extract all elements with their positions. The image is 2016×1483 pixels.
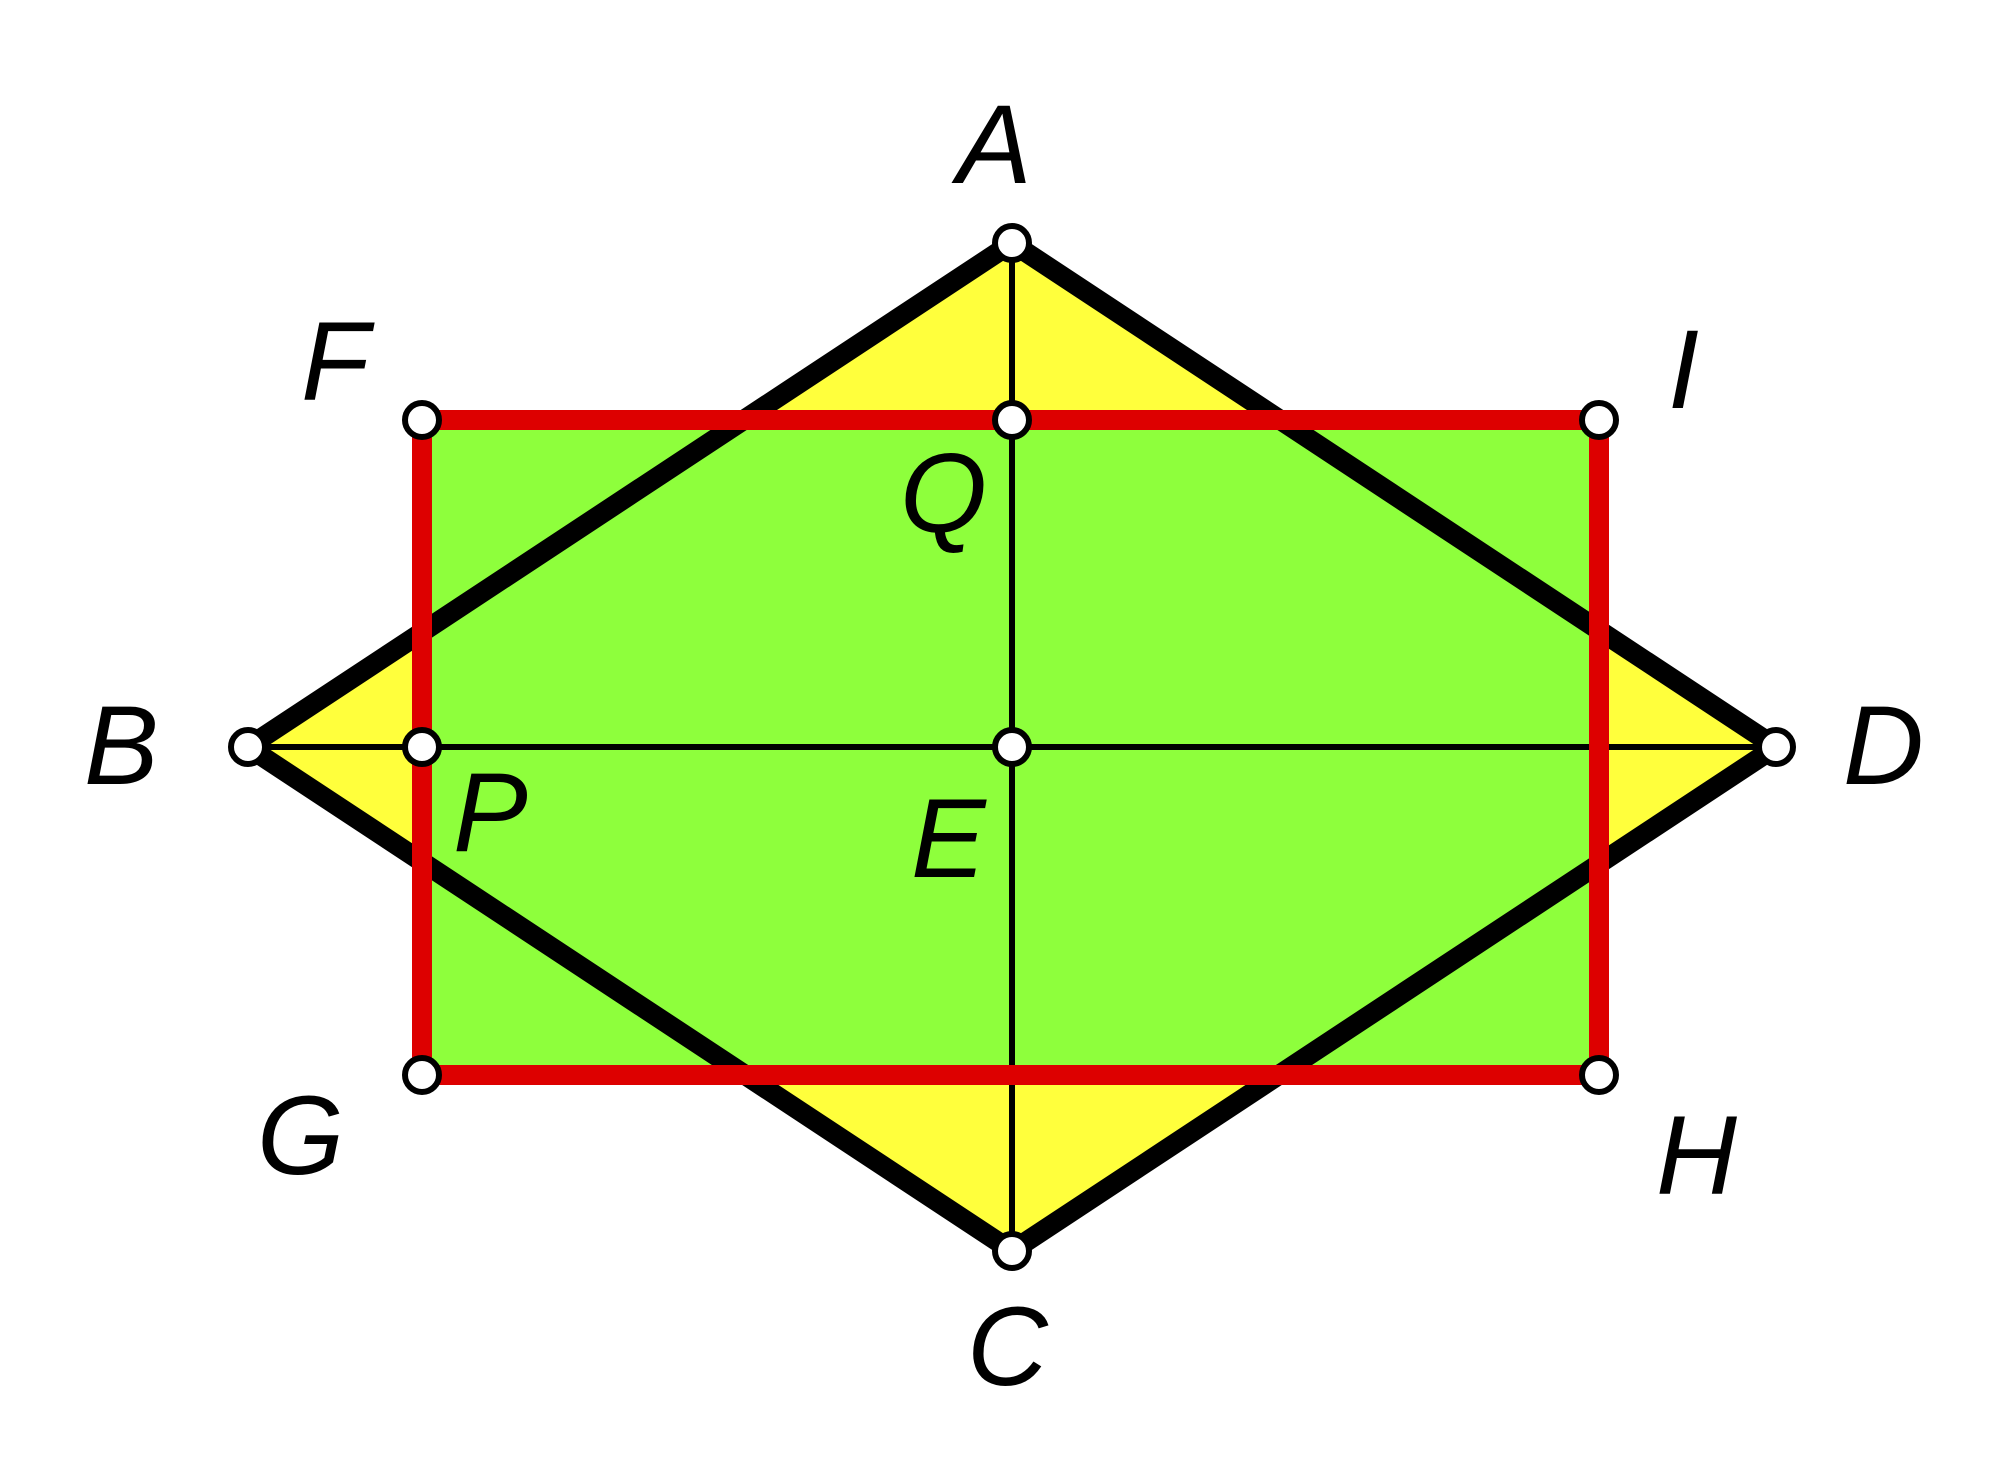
point-q[interactable] bbox=[992, 400, 1032, 440]
label-d: D bbox=[1843, 683, 1924, 808]
point-g[interactable] bbox=[402, 1055, 442, 1095]
label-h: H bbox=[1656, 1093, 1737, 1218]
label-q: Q bbox=[900, 431, 987, 556]
label-e: E bbox=[911, 776, 987, 901]
label-p: P bbox=[453, 750, 528, 875]
label-g: G bbox=[257, 1073, 344, 1198]
label-a: A bbox=[951, 82, 1032, 207]
point-i[interactable] bbox=[1579, 400, 1619, 440]
label-b: B bbox=[84, 683, 159, 808]
point-a[interactable] bbox=[992, 223, 1032, 263]
label-c: C bbox=[967, 1284, 1049, 1409]
point-e[interactable] bbox=[992, 727, 1032, 767]
point-f[interactable] bbox=[402, 400, 442, 440]
point-h[interactable] bbox=[1579, 1055, 1619, 1095]
label-i: I bbox=[1668, 307, 1699, 432]
point-c[interactable] bbox=[992, 1231, 1032, 1271]
point-b[interactable] bbox=[228, 727, 268, 767]
point-p[interactable] bbox=[402, 727, 442, 767]
label-f: F bbox=[301, 299, 375, 424]
point-d[interactable] bbox=[1756, 727, 1796, 767]
